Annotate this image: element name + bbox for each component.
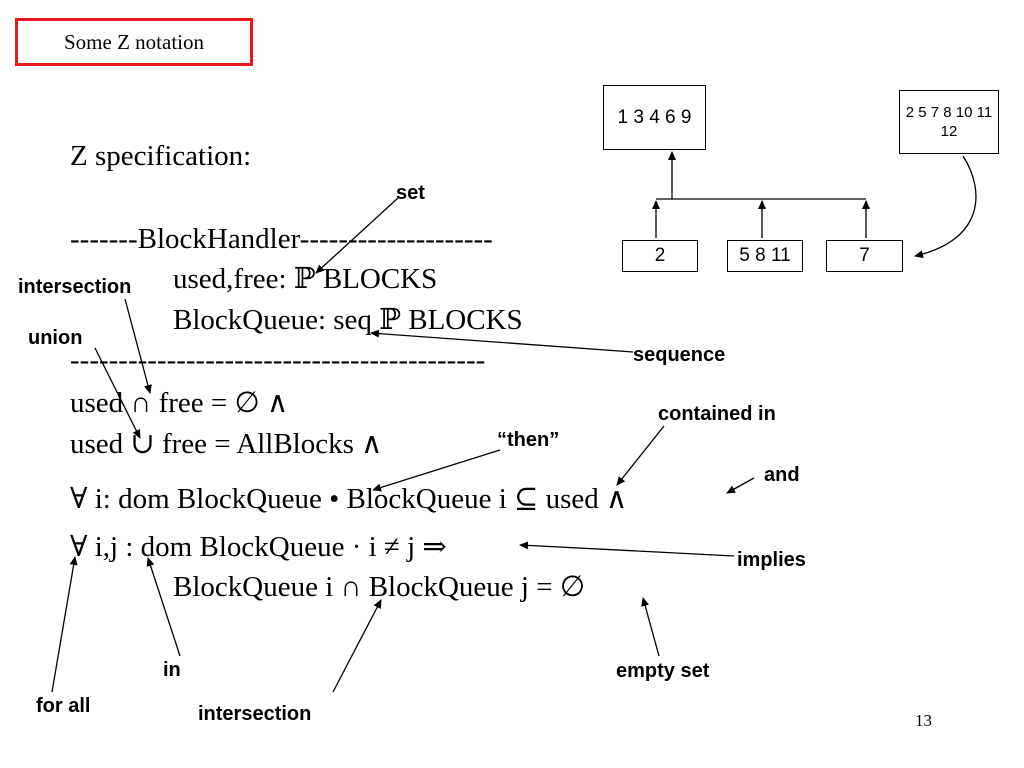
label-set: set	[396, 182, 425, 204]
predicate-forall-implies: ∀ i,j : dom BlockQueue · i ≠ j ⇒	[70, 531, 447, 563]
slide-title-box: Some Z notation	[15, 18, 253, 66]
arrow-then	[372, 449, 501, 492]
label-then: “then”	[497, 429, 560, 451]
schema-top-line: -------BlockHandler--------------------	[70, 223, 493, 255]
label-empty-set: empty set	[616, 660, 710, 682]
diagram-queue-text-3: 7	[859, 245, 870, 266]
diagram-queue-box-2: 5 8 11	[727, 240, 803, 272]
arrow-and	[726, 477, 755, 494]
label-union: union	[28, 327, 83, 349]
label-intersection-top: intersection	[18, 276, 132, 298]
label-for-all: for all	[36, 695, 91, 717]
arrow-intersection-bottom	[332, 599, 382, 693]
diagram-free-blocks-box: 2 5 7 8 10 11 12	[899, 90, 999, 154]
diagram-queue-box-3: 7	[826, 240, 903, 272]
arrow-contained-in	[616, 425, 665, 486]
diagram-used-blocks-box: 1 3 4 6 9	[603, 85, 706, 150]
declaration-used-free: used,free: ℙ BLOCKS	[173, 263, 438, 295]
spec-heading: Z specification:	[70, 140, 252, 172]
label-implies: implies	[737, 549, 806, 571]
free-to-queue-arrow	[914, 155, 977, 259]
diagram-queue-text-2: 5 8 11	[739, 245, 791, 266]
label-and: and	[764, 464, 800, 486]
diagram-free-blocks-text: 2 5 7 8 10 11 12	[905, 104, 993, 140]
predicate-forall-contained: ∀ i: dom BlockQueue • BlockQueue i ⊆ use…	[70, 483, 628, 515]
predicate-disjoint: BlockQueue i ∩ BlockQueue j = ∅	[173, 571, 586, 603]
slide-title: Some Z notation	[64, 29, 204, 54]
arrow-empty-set	[641, 597, 660, 657]
predicate-intersection: used ∩ free = ∅ ∧	[70, 387, 289, 419]
arrow-set	[315, 197, 399, 274]
label-sequence: sequence	[633, 344, 726, 366]
arrow-implies	[519, 541, 735, 557]
arrow-union	[94, 347, 141, 439]
diagram-queue-box-1: 2	[622, 240, 698, 272]
label-contained-in: contained in	[658, 403, 776, 425]
page-number: 13	[915, 711, 932, 730]
declaration-blockqueue: BlockQueue: seq ℙ BLOCKS	[173, 304, 523, 336]
diagram-used-blocks-text: 1 3 4 6 9	[617, 106, 692, 128]
arrow-for-all	[51, 556, 78, 693]
arrow-in	[146, 557, 181, 657]
diagram-queue-text-1: 2	[654, 245, 666, 266]
arrow-intersection-top	[124, 298, 152, 394]
arrow-sequence	[370, 329, 634, 353]
label-intersection-bottom: intersection	[198, 703, 312, 725]
label-in: in	[163, 659, 181, 681]
